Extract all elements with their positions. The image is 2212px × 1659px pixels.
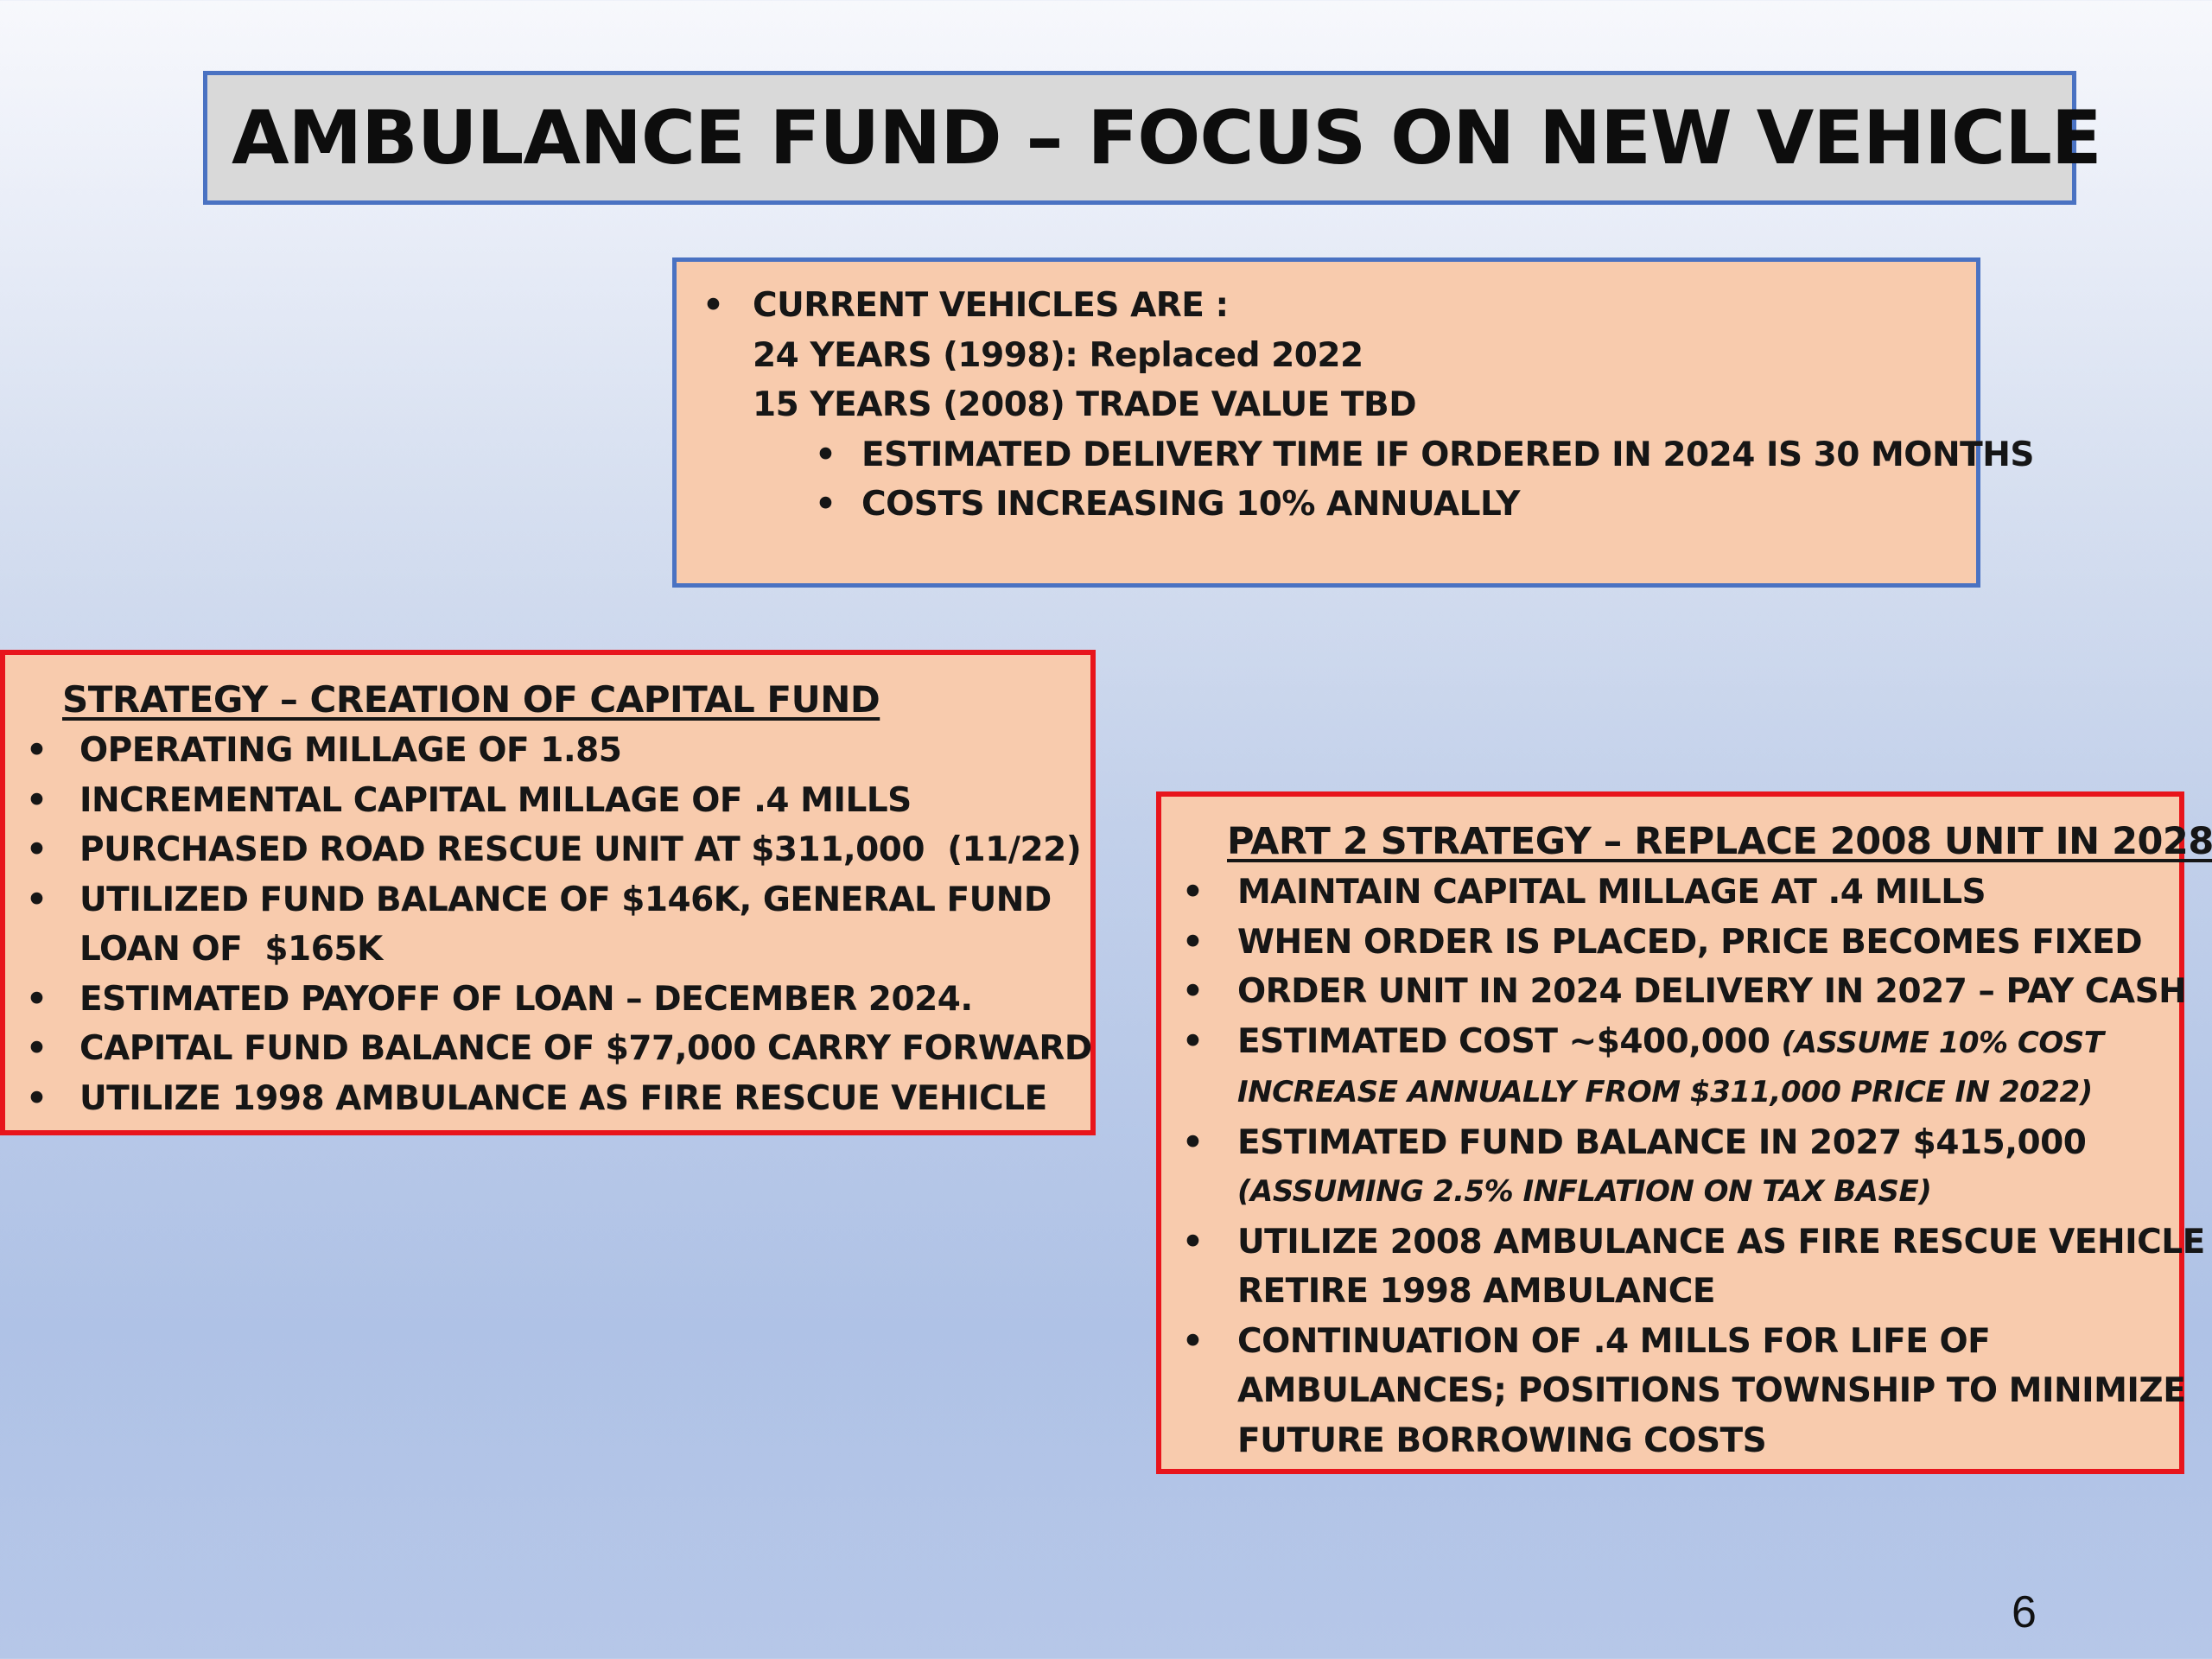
part2-strategy-box: PART 2 STRATEGY – REPLACE 2008 UNIT IN 2… — [1156, 791, 2212, 1474]
list-item: • UTILIZE 2008 AMBULANCE AS FIRE RESCUE … — [1177, 1217, 2212, 1268]
list-item: • UTILIZE 1998 AMBULANCE AS FIRE RESCUE … — [21, 1074, 1075, 1124]
bullet-glyph: • — [1182, 1222, 1204, 1262]
list-item-text: ESTIMATED PAYOFF OF LOAN – DECEMBER 2024… — [79, 979, 973, 1019]
list-item-continuation: LOAN OF $165K — [79, 930, 383, 969]
bullet-glyph: • — [26, 830, 48, 869]
list-item-text: WHEN ORDER IS PLACED, PRICE BECOMES FIXE… — [1237, 922, 2143, 962]
bullet-glyph: • — [702, 286, 724, 325]
bullet-glyph: • — [1182, 1122, 1204, 1162]
list-item: • CURRENT VEHICLES ARE : — [697, 281, 1959, 331]
list-item-continuation: (ASSUMING 2.5% INFLATION ON TAX BASE) — [1237, 1174, 1932, 1209]
list-item-text: UTILIZED FUND BALANCE OF $146K, GENERAL … — [79, 880, 1052, 919]
list-item: • INCREMENTAL CAPITAL MILLAGE OF .4 MILL… — [21, 776, 1075, 826]
page-number: 6 — [2012, 1587, 2037, 1637]
slide-title: AMBULANCE FUND – FOCUS ON NEW VEHICLE — [232, 94, 2102, 181]
strategy-box: STRATEGY – CREATION OF CAPITAL FUND • OP… — [0, 650, 1096, 1135]
title-box: AMBULANCE FUND – FOCUS ON NEW VEHICLE — [203, 71, 2102, 205]
bullet-glyph: • — [1182, 873, 1204, 912]
vehicle-2008-line: 15 YEARS (2008) TRADE VALUE TBD — [753, 385, 1417, 424]
list-item-text: ESTIMATED COST ~$400,000 (ASSUME 10% COS… — [1237, 1017, 2104, 1069]
bullet-glyph: • — [26, 1029, 48, 1068]
strategy-heading: STRATEGY – CREATION OF CAPITAL FUND — [62, 678, 880, 721]
list-item: • ESTIMATED PAYOFF OF LOAN – DECEMBER 20… — [21, 975, 1075, 1025]
list-item: • OPERATING MILLAGE OF 1.85 — [21, 726, 1075, 776]
bullet-glyph: • — [26, 780, 48, 820]
list-item: • ESTIMATED COST ~$400,000 (ASSUME 10% C… — [1177, 1017, 2164, 1069]
list-item-text: ORDER UNIT IN 2024 DELIVERY IN 2027 – PA… — [1237, 972, 2187, 1011]
cost-assumption-note: (ASSUME 10% COST — [1781, 1025, 2104, 1060]
bullet-glyph: • — [1182, 972, 1204, 1011]
bullet-glyph: • — [26, 880, 48, 919]
bullet-glyph: • — [815, 435, 836, 474]
vehicle-1998-line: 24 YEARS (1998): Replaced 2022 — [753, 335, 1363, 375]
list-item-text: UTILIZE 2008 AMBULANCE AS FIRE RESCUE VE… — [1237, 1222, 2212, 1262]
list-item-text: OPERATING MILLAGE OF 1.85 — [79, 731, 622, 770]
list-item-continuation: AMBULANCES; POSITIONS TOWNSHIP TO MINIMI… — [1237, 1371, 2186, 1410]
list-item-text: UTILIZE 1998 AMBULANCE AS FIRE RESCUE VE… — [79, 1078, 1047, 1118]
list-item-continuation: FUTURE BORROWING COSTS — [1237, 1421, 1767, 1460]
bullet-glyph: • — [1182, 1321, 1204, 1361]
list-item: • ESTIMATED DELIVERY TIME IF ORDERED IN … — [697, 430, 2034, 480]
list-item: • CAPITAL FUND BALANCE OF $77,000 CARRY … — [21, 1024, 1092, 1074]
bullet-glyph: • — [815, 485, 836, 524]
list-item: • PURCHASED ROAD RESCUE UNIT AT $311,000… — [21, 825, 1082, 875]
list-item-text: CAPITAL FUND BALANCE OF $77,000 CARRY FO… — [79, 1029, 1092, 1068]
current-vehicles-label: CURRENT VEHICLES ARE : — [753, 286, 1229, 325]
sub-bullet-text: COSTS INCREASING 10% ANNUALLY — [861, 485, 1521, 524]
list-item: • CONTINUATION OF .4 MILLS FOR LIFE OF — [1177, 1317, 2164, 1367]
list-item: • UTILIZED FUND BALANCE OF $146K, GENERA… — [21, 875, 1075, 925]
list-item: • ORDER UNIT IN 2024 DELIVERY IN 2027 – … — [1177, 967, 2187, 1017]
bullet-glyph: • — [26, 731, 48, 770]
list-item-text: ESTIMATED FUND BALANCE IN 2027 $415,000 — [1237, 1122, 2087, 1162]
list-item: • COSTS INCREASING 10% ANNUALLY — [697, 480, 1959, 530]
list-item-text: INCREMENTAL CAPITAL MILLAGE OF .4 MILLS — [79, 780, 912, 820]
bullet-glyph: • — [1182, 1021, 1204, 1061]
list-item-continuation: RETIRE 1998 AMBULANCE — [1237, 1272, 1715, 1311]
list-item-continuation: INCREASE ANNUALLY FROM $311,000 PRICE IN… — [1237, 1075, 2093, 1109]
list-item-text: CONTINUATION OF .4 MILLS FOR LIFE OF — [1237, 1321, 1991, 1361]
list-item: • ESTIMATED FUND BALANCE IN 2027 $415,00… — [1177, 1118, 2164, 1168]
sub-bullet-text: ESTIMATED DELIVERY TIME IF ORDERED IN 20… — [861, 435, 2034, 474]
list-item-text: MAINTAIN CAPITAL MILLAGE AT .4 MILLS — [1237, 873, 1986, 912]
part2-heading: PART 2 STRATEGY – REPLACE 2008 UNIT IN 2… — [1227, 820, 2212, 863]
bullet-glyph: • — [26, 979, 48, 1019]
list-item-text: PURCHASED ROAD RESCUE UNIT AT $311,000 (… — [79, 830, 1082, 869]
list-item: • MAINTAIN CAPITAL MILLAGE AT .4 MILLS — [1177, 868, 2164, 918]
current-vehicles-box: • CURRENT VEHICLES ARE : 24 YEARS (1998)… — [672, 257, 2034, 588]
bullet-glyph: • — [26, 1078, 48, 1118]
list-item: • WHEN ORDER IS PLACED, PRICE BECOMES FI… — [1177, 918, 2164, 968]
bullet-glyph: • — [1182, 922, 1204, 962]
estimated-cost-text: ESTIMATED COST ~$400,000 — [1237, 1021, 1782, 1061]
